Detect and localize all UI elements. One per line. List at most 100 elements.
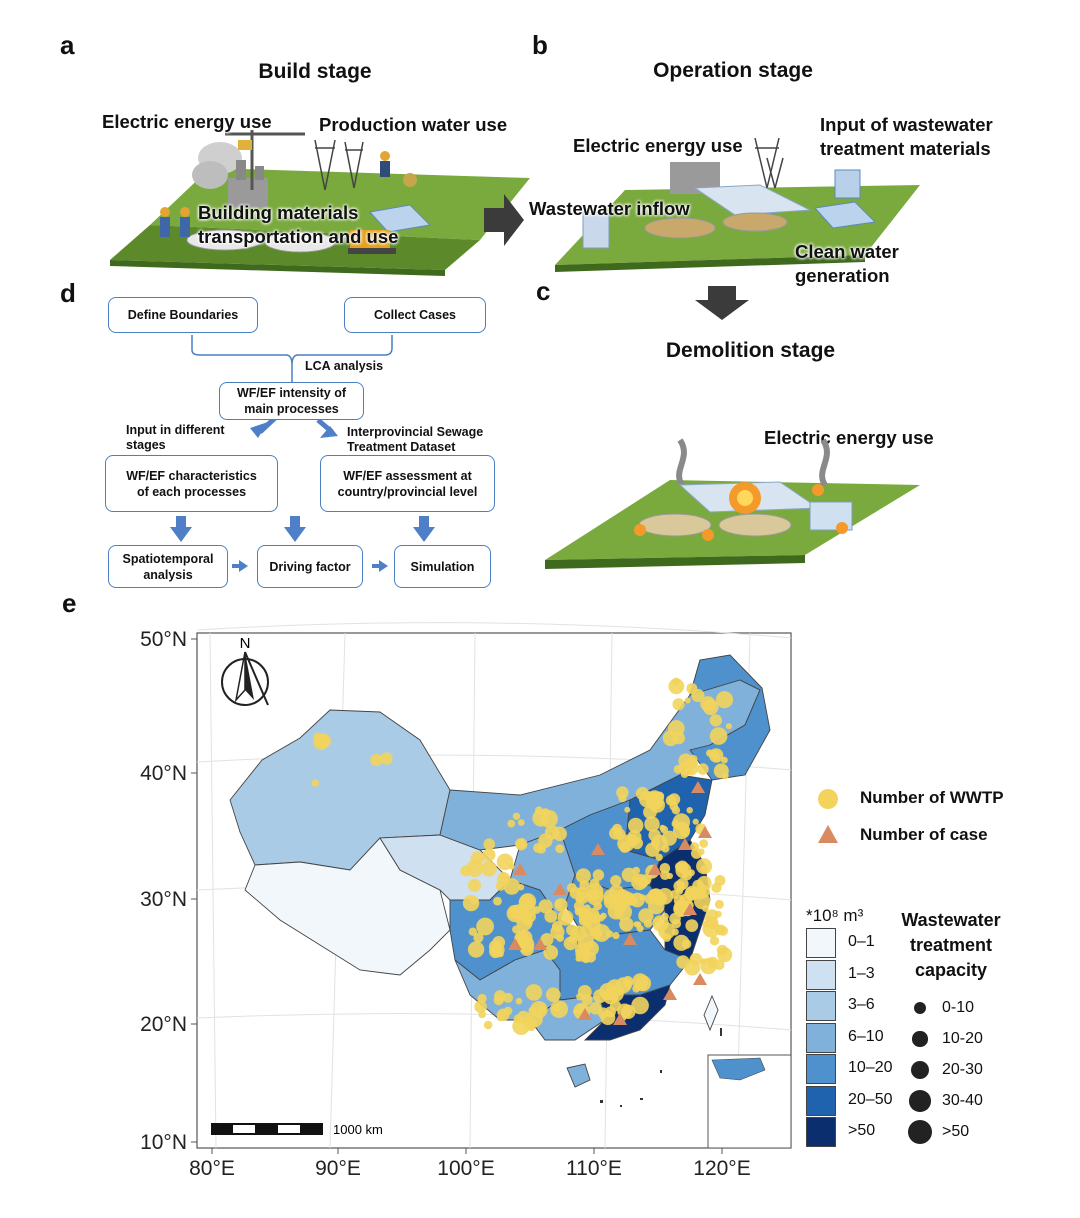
wwtp-marker	[627, 830, 642, 845]
lat-labels: 50°N 40°N 30°N 20°N 10°N	[140, 628, 187, 1154]
chemical-tanks	[834, 169, 861, 199]
wwtp-marker	[600, 1010, 616, 1026]
case-marker	[508, 938, 522, 950]
lat-label-50: 50°N	[140, 628, 187, 651]
case-legend-icon	[818, 825, 838, 843]
wwtp-marker	[557, 909, 574, 926]
wwtp-marker	[599, 983, 617, 1001]
wwtp-marker	[673, 764, 683, 774]
wwtp-marker	[554, 900, 563, 908]
class-label: 20–50	[848, 1090, 893, 1108]
box-wfef-characteristics: WF/EF characteristics of each processes	[105, 455, 278, 512]
box-simulation: Simulation	[394, 545, 491, 588]
wwtp-marker	[600, 912, 607, 920]
wwtp-marker	[468, 927, 477, 936]
demolition-electric-label: Electric energy use	[764, 427, 934, 448]
size-legend-dot	[912, 1031, 928, 1047]
wwtp-marker	[675, 887, 684, 895]
wwtp-marker	[590, 927, 603, 940]
wwtp-marker	[544, 825, 560, 840]
box-wfef-characteristics-line2: of each processes	[136, 484, 247, 499]
wwtp-marker	[573, 1008, 580, 1015]
wwtp-marker	[667, 720, 685, 737]
wwtp-marker	[624, 806, 631, 813]
wwtp-marker	[700, 958, 707, 965]
demolition-stage-illustration	[545, 438, 920, 569]
legend-capacity-2: treatment	[909, 935, 993, 955]
text-input-stages-1: Input in different	[126, 423, 225, 437]
wwtp-marker	[655, 853, 663, 861]
wwtp-marker	[709, 727, 728, 745]
box-collect-cases: Collect Cases	[344, 297, 486, 333]
wwtp-marker	[544, 909, 558, 923]
clarifier	[644, 217, 716, 239]
wwtp-marker	[525, 984, 543, 1001]
wwtp-marker	[497, 1013, 505, 1022]
lon-label-80: 80°E	[189, 1157, 235, 1180]
wwtp-marker	[672, 698, 685, 711]
wwtp-marker	[543, 945, 559, 960]
lat-label-20: 20°N	[140, 1013, 187, 1036]
wwtp-marker	[483, 1020, 493, 1030]
case-marker	[578, 1008, 592, 1020]
wwtp-marker	[725, 723, 733, 730]
wwtp-marker	[483, 838, 496, 850]
operation-inflow-label: Wastewater inflow	[529, 198, 690, 219]
wwtp-legend-icon	[818, 789, 838, 809]
lon-label-100: 100°E	[437, 1157, 494, 1180]
wwtp-marker	[370, 753, 383, 767]
china-map: N 1000 km 50°N 40°N 30°N 20°N 10°N 80°E …	[140, 622, 792, 1180]
north-arrow-icon	[221, 651, 269, 706]
wwtp-marker	[702, 904, 709, 912]
operation-clean-label-2: generation	[795, 265, 890, 286]
wwtp-marker	[613, 828, 626, 841]
size-legend-dot	[910, 1060, 930, 1080]
wwtp-marker	[669, 912, 681, 925]
class-swatch	[806, 991, 836, 1021]
wwtp-marker	[550, 1000, 568, 1018]
box-wfef-assessment: WF/EF assessment at country/provincial l…	[320, 455, 495, 512]
wwtp-marker	[660, 870, 670, 880]
wwtp-marker	[691, 688, 705, 703]
lon-label-90: 90°E	[315, 1157, 361, 1180]
wwtp-marker	[470, 896, 479, 905]
wwtp-marker	[583, 940, 599, 957]
panel-e-letter: e	[62, 588, 77, 618]
wwtp-marker	[659, 824, 666, 831]
ticks	[191, 638, 723, 1154]
box-wfef-intensity-line2: main processes	[244, 402, 339, 416]
wwtp-marker	[468, 878, 481, 892]
wwtp-marker	[631, 996, 649, 1015]
wwtp-marker	[515, 997, 523, 1005]
intake-tower	[582, 211, 610, 249]
power-pylons	[314, 139, 364, 191]
legend-wwtp-label: Number of WWTP	[860, 788, 1004, 807]
excavator-icon	[350, 230, 390, 248]
operation-clean-label-1: Clean water	[795, 241, 899, 262]
wwtp-marker	[530, 1001, 548, 1019]
wwtp-marker	[700, 865, 708, 873]
operation-pylons	[754, 137, 784, 189]
province-tibet	[244, 837, 451, 976]
case-marker	[693, 973, 707, 985]
down-arrows	[170, 516, 435, 542]
wwtp-marker	[684, 888, 697, 901]
point-legend-icons	[818, 789, 838, 843]
operation-input-label-2: treatment materials	[820, 138, 991, 159]
flowchart-connectors	[170, 335, 435, 572]
wwtp-marker	[692, 818, 699, 825]
wwtp-marker	[540, 933, 554, 946]
wwtp-marker	[653, 917, 660, 924]
wwtp-marker	[603, 894, 620, 910]
wwtp-marker	[567, 883, 577, 893]
box-spatiotemporal-line2: analysis	[143, 567, 193, 582]
wwtp-marker	[686, 757, 698, 769]
class-label: 1–3	[848, 964, 875, 982]
wwtp-marker	[593, 901, 602, 911]
wwtp-marker	[648, 829, 661, 842]
wwtp-marker	[540, 810, 558, 828]
factory-building	[228, 178, 268, 208]
wwtp-marker	[581, 994, 593, 1006]
text-interprovincial-2: Treatment Dataset	[347, 440, 456, 454]
wwtp-marker	[644, 893, 655, 905]
